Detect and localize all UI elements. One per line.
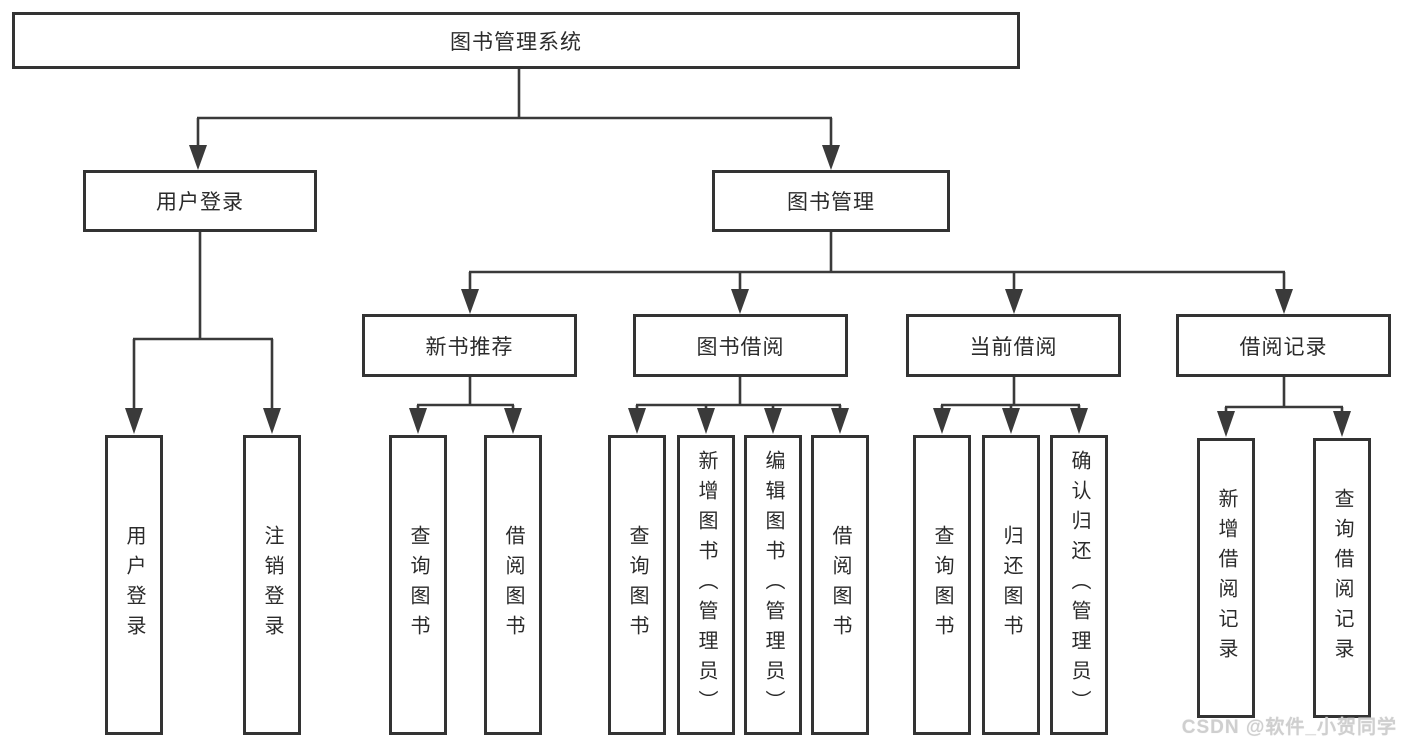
- leaf-label: 新增借阅记录: [1215, 488, 1237, 668]
- leaf-label: 确认归还（管理员）: [1068, 450, 1090, 720]
- leaf-label: 归还图书: [1000, 525, 1022, 645]
- leaf-label: 查询图书: [626, 525, 648, 645]
- leaf-add-books-admin: 新增图书（管理员）: [677, 435, 735, 735]
- arrow-down-icon: [731, 289, 749, 314]
- leaf-label: 新增图书（管理员）: [695, 450, 717, 720]
- node-label: 图书借阅: [696, 335, 785, 359]
- arrow-down-icon: [822, 145, 840, 170]
- leaf-label: 查询图书: [931, 525, 953, 645]
- leaf-add-borrow-record: 新增借阅记录: [1197, 438, 1255, 718]
- leaf-label: 查询借阅记录: [1331, 488, 1353, 668]
- leaf-label: 注销登录: [261, 525, 283, 645]
- arrow-down-icon: [409, 408, 427, 434]
- leaf-confirm-return-admin: 确认归还（管理员）: [1050, 435, 1108, 735]
- leaf-query-borrow-record: 查询借阅记录: [1313, 438, 1371, 718]
- node-book-borrow: 图书借阅: [633, 314, 848, 377]
- node-borrow-records: 借阅记录: [1176, 314, 1391, 377]
- arrow-down-icon: [1333, 411, 1351, 437]
- arrow-down-icon: [1002, 408, 1020, 434]
- leaf-query-books: 查询图书: [389, 435, 447, 735]
- leaf-label: 借阅图书: [502, 525, 524, 645]
- connector-records-to-leaves: [1224, 377, 1344, 413]
- node-label: 用户登录: [156, 191, 244, 214]
- leaf-borrow-books: 借阅图书: [811, 435, 869, 735]
- node-label: 图书管理系统: [450, 30, 582, 54]
- csdn-watermark: CSDN @软件_小贺同学: [1181, 717, 1397, 738]
- connector-bookmgmt-to-level3: [468, 232, 1286, 291]
- node-label: 图书管理: [787, 191, 875, 214]
- arrow-down-icon: [933, 408, 951, 434]
- leaf-return-books: 归还图书: [982, 435, 1040, 735]
- node-label: 新书推荐: [425, 335, 514, 359]
- leaf-edit-books-admin: 编辑图书（管理员）: [744, 435, 802, 735]
- arrow-down-icon: [1275, 289, 1293, 314]
- node-label: 当前借阅: [969, 335, 1058, 359]
- node-current-borrow: 当前借阅: [906, 314, 1121, 377]
- arrow-down-icon: [461, 289, 479, 314]
- arrow-down-icon: [189, 145, 207, 170]
- arrowheads: [125, 145, 1351, 437]
- leaf-borrow-books: 借阅图书: [484, 435, 542, 735]
- leaf-label: 用户登录: [123, 525, 145, 645]
- leaf-label: 借阅图书: [829, 525, 851, 645]
- arrow-down-icon: [1005, 289, 1023, 314]
- node-new-book-recommend: 新书推荐: [362, 314, 577, 377]
- arrow-down-icon: [125, 408, 143, 434]
- node-label: 借阅记录: [1239, 335, 1328, 359]
- leaf-label: 编辑图书（管理员）: [762, 450, 784, 720]
- leaf-label: 查询图书: [407, 525, 429, 645]
- arrow-down-icon: [697, 408, 715, 434]
- leaf-query-books: 查询图书: [913, 435, 971, 735]
- arrow-down-icon: [831, 408, 849, 434]
- arrow-down-icon: [1217, 411, 1235, 437]
- arrow-down-icon: [504, 408, 522, 434]
- connector-current-to-leaves: [940, 377, 1081, 410]
- leaf-query-books: 查询图书: [608, 435, 666, 735]
- arrow-down-icon: [628, 408, 646, 434]
- connector-recommend-to-leaves: [416, 377, 515, 410]
- node-book-management: 图书管理: [712, 170, 950, 232]
- arrow-down-icon: [764, 408, 782, 434]
- connector-userlogin-to-leaves: [132, 232, 274, 410]
- node-library-management-system: 图书管理系统: [12, 12, 1020, 69]
- node-user-login: 用户登录: [83, 170, 317, 232]
- arrow-down-icon: [263, 408, 281, 434]
- leaf-user-login: 用户登录: [105, 435, 163, 735]
- leaf-logout: 注销登录: [243, 435, 301, 735]
- connector-borrow-to-leaves: [635, 377, 842, 410]
- arrow-down-icon: [1070, 408, 1088, 434]
- connector-root-to-level2: [196, 69, 833, 147]
